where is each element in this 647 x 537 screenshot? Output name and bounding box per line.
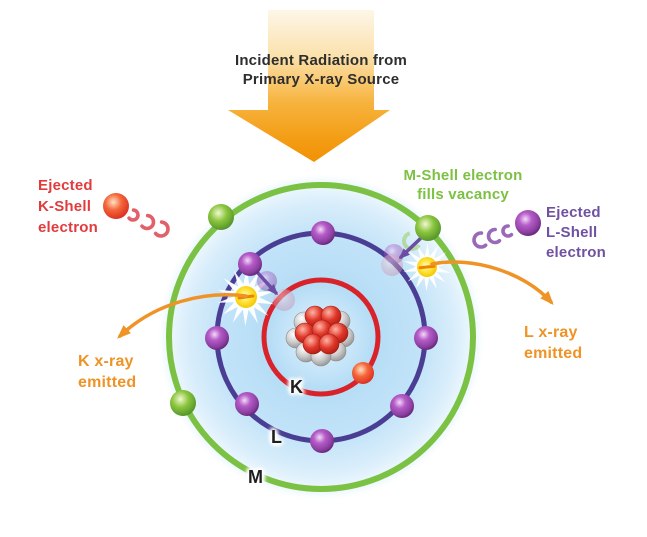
proton bbox=[318, 333, 340, 355]
ejected-l-electron-trail-crescent bbox=[501, 224, 515, 238]
ejected-k-electron-trail-crescent bbox=[152, 220, 170, 238]
l-shell-electron bbox=[205, 326, 229, 350]
incident-arrow-shape bbox=[228, 10, 390, 162]
ejected-l-electron-trail-crescent bbox=[472, 231, 490, 249]
ghost-electron bbox=[273, 289, 295, 311]
l-shell-electron bbox=[310, 429, 334, 453]
ejected-k-electron bbox=[103, 193, 129, 219]
m-shell-fills-vacancy-label: M-Shell electron fills vacancy bbox=[403, 167, 523, 203]
m-shell-label: M bbox=[248, 467, 263, 487]
l-shell-electron bbox=[238, 252, 262, 276]
k-shell-circle bbox=[261, 277, 381, 397]
incident-radiation-arrow bbox=[228, 10, 390, 162]
ejected-l-electron bbox=[515, 210, 541, 236]
ejected-k-shell-electron-label: Ejected K-Shell electron bbox=[38, 177, 98, 236]
m-shell-circle bbox=[166, 182, 476, 492]
l-xray-arrow bbox=[430, 260, 554, 305]
ejected-k-electron-trail-crescent bbox=[126, 208, 140, 222]
xray-flash-dash bbox=[418, 264, 436, 270]
k-shell-label: K bbox=[290, 377, 303, 397]
ejected-l-shell-electron-label: Ejected L-Shell electron bbox=[546, 204, 606, 261]
l-shell-label: L bbox=[271, 427, 282, 447]
incident-radiation-label: Incident Radiation from Primary X-ray So… bbox=[234, 52, 408, 88]
k-shell-electron bbox=[352, 362, 374, 384]
l-shell-electron bbox=[311, 221, 335, 245]
l-shell-electron bbox=[235, 392, 259, 416]
l-xray-emitted-label: L x-ray emitted bbox=[524, 324, 583, 362]
m-shell-electron bbox=[208, 204, 234, 230]
l-shell-electron bbox=[414, 326, 438, 350]
m-shell-electron bbox=[415, 215, 441, 241]
ghost-electron bbox=[381, 254, 403, 276]
ejected-k-electron-trail-crescent bbox=[138, 213, 156, 231]
k-xray-arrow bbox=[117, 293, 248, 339]
m-to-l-transition-arrow bbox=[398, 236, 423, 260]
l-to-k-transition-arrow bbox=[255, 270, 279, 296]
k-xray-emitted-label: K x-ray emitted bbox=[78, 353, 137, 391]
l-shell-electron bbox=[390, 394, 414, 418]
atom-scene bbox=[103, 172, 554, 502]
ejected-l-electron-trail-crescent bbox=[486, 227, 504, 245]
m-shell-electron bbox=[170, 390, 196, 416]
